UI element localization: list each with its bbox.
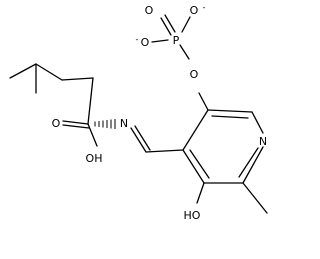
bond xyxy=(87,77,94,125)
hydroxyl-label: OH xyxy=(86,152,103,165)
bond xyxy=(62,124,90,129)
molecule-structure-diagram: O O - P O - O N O OH N HO xyxy=(9,3,268,222)
bond xyxy=(251,111,264,134)
bond xyxy=(151,39,169,43)
bond xyxy=(145,149,184,153)
bond xyxy=(130,127,147,153)
negative-charge: - xyxy=(136,35,139,44)
bond xyxy=(179,44,190,60)
bond xyxy=(182,149,205,184)
oxygen-label: O xyxy=(190,4,199,17)
bond xyxy=(182,109,209,151)
oxygen-label: O xyxy=(52,117,61,130)
ring-substituents xyxy=(196,92,268,214)
bond xyxy=(160,17,172,36)
bond xyxy=(198,92,209,111)
pyridine-ring xyxy=(182,109,264,184)
stereo-hashed-bond xyxy=(94,119,116,129)
bond xyxy=(189,149,210,179)
bond xyxy=(164,14,176,33)
bond xyxy=(87,123,98,147)
bond xyxy=(134,125,151,151)
bond xyxy=(242,182,268,214)
bond xyxy=(238,147,259,178)
oxygen-label: O xyxy=(190,68,199,81)
oxygen-label: O xyxy=(145,4,154,17)
bond xyxy=(9,63,37,79)
bond xyxy=(242,146,264,184)
negative-charge: - xyxy=(203,3,206,12)
oxygen-label: O xyxy=(141,36,150,49)
hydroxyl-label: HO xyxy=(184,209,201,222)
phosphorus-label: P xyxy=(173,34,180,47)
nitrogen-label: N xyxy=(120,117,128,130)
bond xyxy=(181,16,191,33)
bond xyxy=(61,77,94,81)
phosphate-group xyxy=(151,14,191,60)
nitrogen-label: N xyxy=(259,135,267,148)
bond xyxy=(62,120,89,125)
imine-linkage xyxy=(130,125,184,153)
carboxylic-acid-group xyxy=(62,77,98,147)
isobutyl-group xyxy=(9,63,94,94)
bond xyxy=(196,182,205,204)
bond xyxy=(207,109,253,113)
bond xyxy=(211,115,249,119)
bond xyxy=(35,63,63,81)
